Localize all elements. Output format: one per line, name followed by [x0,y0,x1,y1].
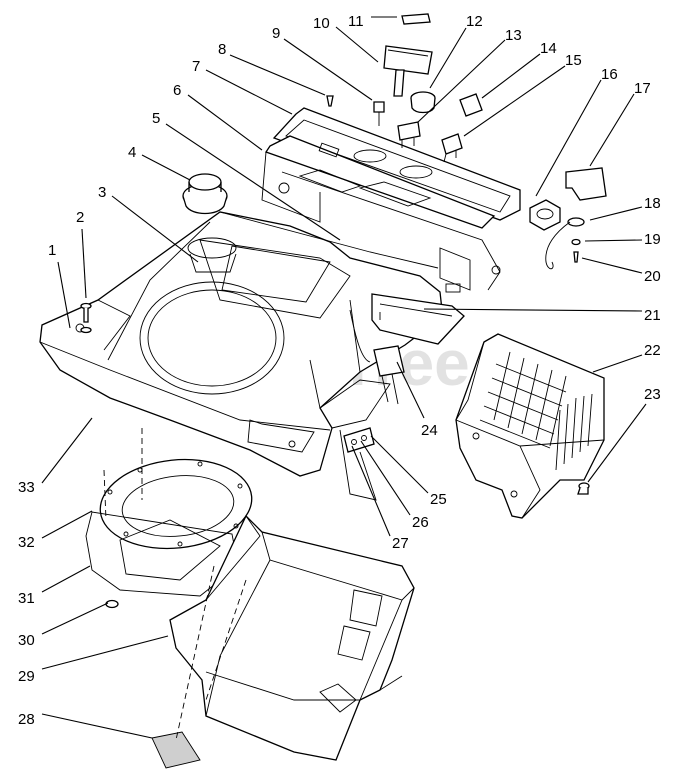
callout-leader-20 [581,257,643,274]
part-29-lower-housing [169,514,415,761]
callout-number-25: 25 [430,491,447,508]
callout-leader-28 [41,713,153,739]
callout-leader-25 [370,435,429,494]
callout-number-28: 28 [18,711,35,728]
callout-number-20: 20 [644,268,661,285]
part-10-11-key [383,13,433,97]
part-18-20-cord-hardware [545,217,585,270]
alignment-dashed-lines [103,428,247,741]
part-14-15-rocker [441,93,483,163]
callout-leader-29 [41,635,169,670]
part-1-2-bolt-washer [80,302,92,334]
part-32-gasket [99,458,253,550]
callout-leader-26 [360,440,411,516]
callout-leader-32 [41,510,93,539]
callout-leader-15 [463,65,566,137]
callout-leader-14 [481,53,541,99]
callout-leader-21 [423,308,643,312]
part-30-nut [105,599,119,609]
callout-number-22: 22 [644,342,661,359]
callout-leader-24 [396,361,425,419]
callout-number-18: 18 [644,195,661,212]
callout-leader-27 [351,445,391,537]
callout-leader-13 [417,39,506,123]
callout-leader-16 [535,79,602,197]
callout-leader-4 [141,154,191,181]
callout-number-3: 3 [98,184,106,201]
callout-leader-5 [165,123,341,241]
callout-leader-17 [589,93,635,167]
callout-number-26: 26 [412,514,429,531]
part-25-27-connector [343,427,375,453]
callout-leader-2 [81,228,87,299]
callout-number-6: 6 [173,82,181,99]
callout-number-4: 4 [128,144,136,161]
callout-number-2: 2 [76,209,84,226]
callout-leader-1 [57,261,71,329]
callout-number-33: 33 [18,479,35,496]
callout-leader-6 [187,94,263,151]
callout-number-27: 27 [392,535,409,552]
part-21-bracket [371,293,465,345]
part-24-switch-wires [349,309,405,405]
callout-number-23: 23 [644,386,661,403]
callout-number-9: 9 [272,25,280,42]
callout-leader-12 [429,27,467,89]
callout-number-21: 21 [644,307,661,324]
callout-leader-10 [335,26,379,63]
callout-number-16: 16 [601,66,618,83]
callout-leader-8 [229,54,326,96]
callout-leader-23 [587,403,647,483]
part-28-pad [151,731,201,769]
callout-number-30: 30 [18,632,35,649]
callout-leader-19 [584,239,643,242]
callout-number-10: 10 [313,15,330,32]
callout-leader-18 [589,206,643,221]
callout-leader-31 [41,565,91,593]
part-22-shroud [455,333,605,519]
callout-number-15: 15 [565,52,582,69]
part-12-13-switch [397,91,436,148]
callout-number-1: 1 [48,242,56,259]
callout-number-32: 32 [18,534,35,551]
callout-number-12: 12 [466,13,483,30]
callout-number-7: 7 [192,58,200,75]
callout-leader-30 [41,602,109,635]
callout-leader-7 [205,69,293,115]
callout-number-31: 31 [18,590,35,607]
callout-number-8: 8 [218,41,226,58]
callout-number-24: 24 [421,422,438,439]
part-8-9-screw-bushing [326,95,385,126]
callout-leader-3 [111,195,199,263]
callout-number-14: 14 [540,40,557,57]
callout-number-5: 5 [152,110,160,127]
part-3-tank-opening [187,237,237,273]
part-4-fuel-cap [182,173,228,215]
part-23-screw [577,482,590,495]
callout-number-17: 17 [634,80,651,97]
callout-leader-33 [41,417,93,484]
callout-leader-22 [592,354,643,373]
callout-leader-9 [283,38,373,101]
part-16-17-primer-handle [529,167,607,231]
callout-number-29: 29 [18,668,35,685]
callout-number-13: 13 [505,27,522,44]
shroud-side-vents [555,393,593,471]
part-6-7-control-panel [261,107,521,293]
shroud-vent-grid [479,351,567,449]
callout-number-19: 19 [644,231,661,248]
callout-number-11: 11 [348,13,364,30]
